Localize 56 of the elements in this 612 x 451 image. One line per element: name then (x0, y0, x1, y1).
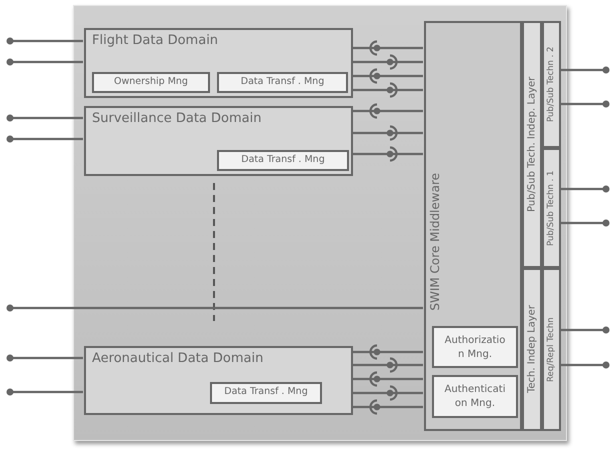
component-title: Surveillance Data Domain (92, 112, 262, 126)
technology-box (542, 148, 561, 268)
layer-label: Tech. Indep Layer (526, 304, 538, 396)
connector-line (6, 354, 83, 362)
connector-line (6, 58, 83, 66)
connector-line (560, 100, 610, 108)
connector-line (6, 388, 83, 396)
technology-label: Req/Repl Techn (544, 316, 557, 384)
interface-connector (352, 40, 423, 56)
connector-line (560, 66, 610, 74)
technology-label: Pub/Sub Techn . 1 (544, 169, 557, 248)
module-box (432, 375, 518, 418)
layer-label: Pub/Sub Tech. Indep. Layer (526, 76, 538, 214)
interface-connector (352, 82, 423, 98)
interface-connector (352, 385, 423, 401)
module-label: Data Transf . Mng (223, 387, 309, 398)
component-title: Aeronautical Data Domain (92, 352, 264, 366)
layer-box (522, 21, 542, 268)
component-box (84, 106, 353, 176)
module-label: Data Transf . Mng (240, 77, 326, 88)
module-box (210, 382, 322, 404)
module-box (92, 72, 210, 93)
interface-connector (352, 103, 423, 119)
interface-connector (352, 146, 423, 162)
layer-box (522, 268, 542, 431)
connector-line (560, 362, 610, 368)
technology-box (542, 268, 561, 431)
module-label: Data Transf . Mng (240, 155, 326, 166)
module-box (432, 326, 518, 368)
connector-line (6, 304, 423, 312)
connector-line (560, 220, 610, 226)
middleware-title: SWIM Core Middleware (429, 173, 442, 311)
module-label: Ownership Mng (113, 77, 189, 88)
interface-connector (352, 344, 423, 360)
connector-line (560, 186, 610, 192)
interface-connector (352, 54, 423, 70)
module-box (217, 72, 348, 93)
interface-connector (352, 125, 423, 141)
technology-label: Pub/Sub Techn . 2 (544, 46, 557, 124)
module-label: Authentication Mng. (444, 383, 506, 410)
component-box (84, 346, 353, 415)
component-box (84, 28, 353, 98)
component-title: Flight Data Domain (92, 34, 218, 48)
interface-connector (352, 399, 423, 415)
technology-box (542, 21, 561, 148)
interface-connector (352, 68, 423, 84)
interface-connector (352, 357, 423, 373)
module-label: Authorization Mng. (444, 334, 506, 361)
connector-line (560, 326, 610, 334)
module-box (217, 150, 349, 171)
middleware-box (424, 21, 522, 431)
system-box (73, 5, 567, 441)
connector-line (6, 38, 83, 44)
interface-connector (352, 371, 423, 387)
connector-line (6, 136, 83, 142)
connector-line (6, 114, 83, 122)
